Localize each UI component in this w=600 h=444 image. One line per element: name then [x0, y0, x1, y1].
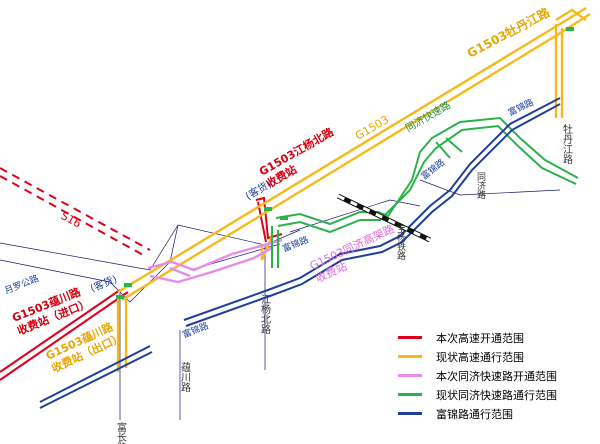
label-mudanjianglu: 牡丹江路 [561, 123, 573, 165]
fujin-lines [39, 97, 561, 409]
legend-item: 现状同济快速路通行范围 [398, 385, 598, 404]
legend-label: 现状高速通行范围 [436, 350, 524, 364]
toll-icon [264, 207, 272, 211]
tongji-new-lines [147, 238, 283, 284]
legend-item: 富锦路通行范围 [398, 404, 598, 423]
label-yuenchuanlu: 蕴川路 [179, 362, 191, 393]
label-yuewo: 月罗公路 [3, 272, 41, 297]
legend-label: 本次高速开通范围 [436, 331, 524, 345]
legend-item: 本次高速开通范围 [398, 328, 598, 347]
legend-label: 现状同济快速路通行范围 [436, 388, 557, 402]
toll-icon [280, 216, 288, 220]
label-yuenchuan-in: G1503蕴川路 收费站（进口） [10, 283, 92, 338]
legend-item: 本次同济快速路开通范围 [398, 366, 598, 385]
label-jiangyangbeilu: 江杨北路 [259, 294, 271, 335]
toll-station-icons [116, 27, 574, 299]
baoyang-railway [336, 193, 432, 243]
toll-icon [566, 27, 574, 31]
label-muyangjiang: G1503牡丹江路 [464, 4, 552, 61]
legend-swatch [398, 355, 422, 358]
legend-label: 富锦路通行范围 [436, 407, 513, 421]
label-tongjilu: 同济路 [475, 172, 486, 200]
label-yuenchuan-out: G1503蕴川路 收费站（出口） [43, 317, 125, 375]
legend-label: 本次同济快速路开通范围 [436, 369, 557, 383]
label-fuchanglu: 富长路 [115, 421, 127, 444]
legend-swatch [398, 412, 422, 415]
legend-swatch [398, 393, 422, 396]
label-yuenchuan-tag: (客货) [88, 272, 119, 295]
legend: 本次高速开通范围现状高速通行范围本次同济快速路开通范围现状同济快速路通行范围富锦… [398, 328, 598, 423]
legend-swatch [398, 374, 422, 377]
s16-dashed-lines [0, 167, 151, 257]
label-fujinlu-3: 富锦路 [418, 156, 447, 182]
legend-item: 现状高速通行范围 [398, 347, 598, 366]
legend-swatch [398, 336, 422, 339]
toll-icon [124, 283, 132, 287]
label-fujinlu-4: 富锦路 [506, 96, 536, 119]
tongji-existing-lines [271, 116, 579, 268]
label-baoyang-rail: 宝杨铁路 [395, 223, 406, 261]
toll-icon [116, 295, 124, 299]
